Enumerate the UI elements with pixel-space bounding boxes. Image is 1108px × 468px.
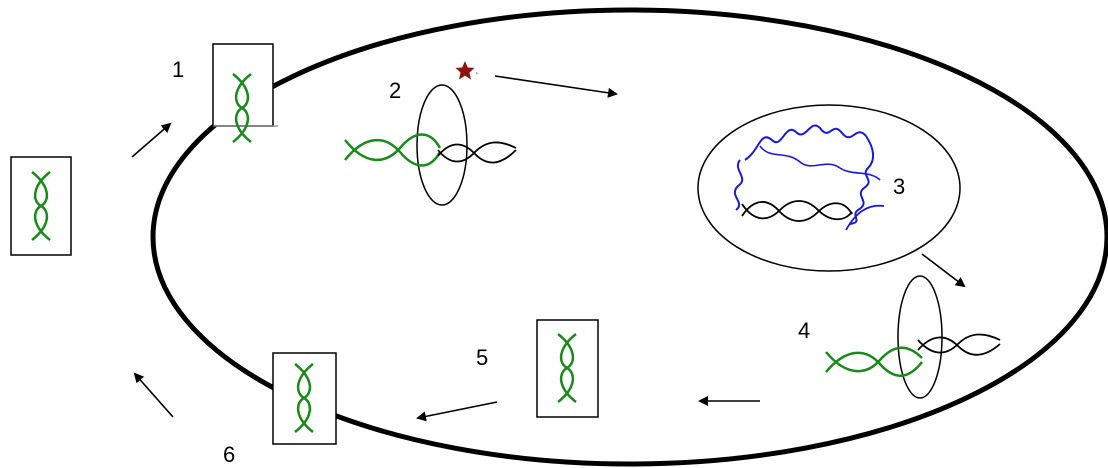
arrow-icon [921,253,966,288]
dna-helix-icon [557,333,577,403]
dna-green-segment [344,133,442,167]
dna-black-segment [437,141,517,164]
dna-blue-strand [733,124,874,225]
cell-membrane [150,7,1108,467]
vesicle-box [536,319,599,418]
arrow-icon [131,122,172,158]
entry-vesicle [212,43,278,143]
dna-helix-icon [31,171,51,241]
arrow-icon [133,372,174,418]
nucleus [697,104,961,272]
step-label-1: 1 [172,57,184,82]
star-icon [455,61,479,80]
vesicle-box [10,156,72,256]
arrow-icon [416,401,498,422]
exit-vesicle [272,352,337,445]
ring-complex-exit [825,275,1001,399]
dna-black-segment [741,200,853,222]
arrow-icon [494,75,618,98]
step-label-3: 3 [893,174,905,199]
nucleus-membrane [697,104,961,272]
inner-vesicle [536,319,599,418]
step-label-4: 4 [798,318,810,343]
dna-helix-icon [232,73,252,143]
dna-helix-icon [294,363,314,433]
ring-complex [344,84,517,206]
step-label-6: 6 [223,442,235,467]
external-vesicle [10,156,72,256]
ring [897,275,943,399]
dna-black-segment [917,333,1001,356]
step-label-2: 2 [389,78,401,103]
step-label-5: 5 [476,345,488,370]
dna-green-segment [825,346,923,377]
ring [416,84,468,206]
